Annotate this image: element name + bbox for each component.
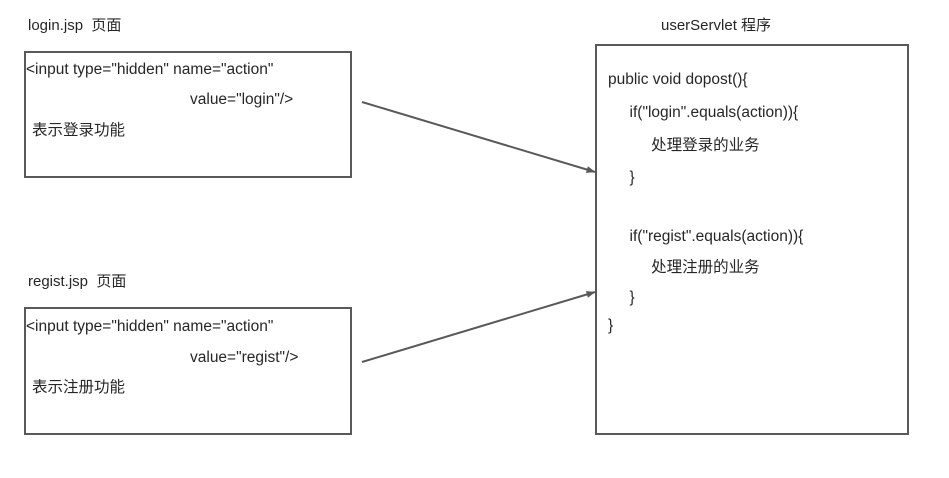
login-jsp-box: [24, 51, 352, 178]
servlet-regist-close-brace-line: }: [608, 289, 635, 306]
servlet-login-if-line: if("login".equals(action)){: [608, 104, 799, 121]
arrow-regist-to-servlet: [361, 291, 596, 363]
regist-page-caption: regist.jsp 页面: [28, 273, 127, 290]
regist-input-tag-line: <input type="hidden" name="action": [26, 318, 274, 335]
login-description-line: 表示登录功能: [32, 122, 126, 139]
servlet-caption: userServlet 程序: [661, 17, 772, 34]
login-value-attribute-line: value="login"/>: [190, 91, 294, 108]
servlet-login-body-line: 处理登录的业务: [608, 137, 760, 154]
regist-description-line: 表示注册功能: [32, 379, 126, 396]
regist-value-attribute-line: value="regist"/>: [190, 349, 299, 366]
arrow-login-to-servlet: [361, 101, 596, 173]
servlet-login-close-brace-line: }: [608, 169, 635, 186]
login-input-tag-line: <input type="hidden" name="action": [26, 61, 274, 78]
regist-jsp-box: [24, 307, 352, 435]
login-page-caption: login.jsp 页面: [28, 17, 122, 34]
servlet-regist-if-line: if("regist".equals(action)){: [608, 228, 804, 245]
servlet-method-signature-line: public void dopost(){: [608, 71, 748, 88]
user-servlet-box: [595, 44, 909, 435]
servlet-regist-body-line: 处理注册的业务: [608, 259, 760, 276]
servlet-method-close-brace-line: }: [608, 317, 614, 334]
